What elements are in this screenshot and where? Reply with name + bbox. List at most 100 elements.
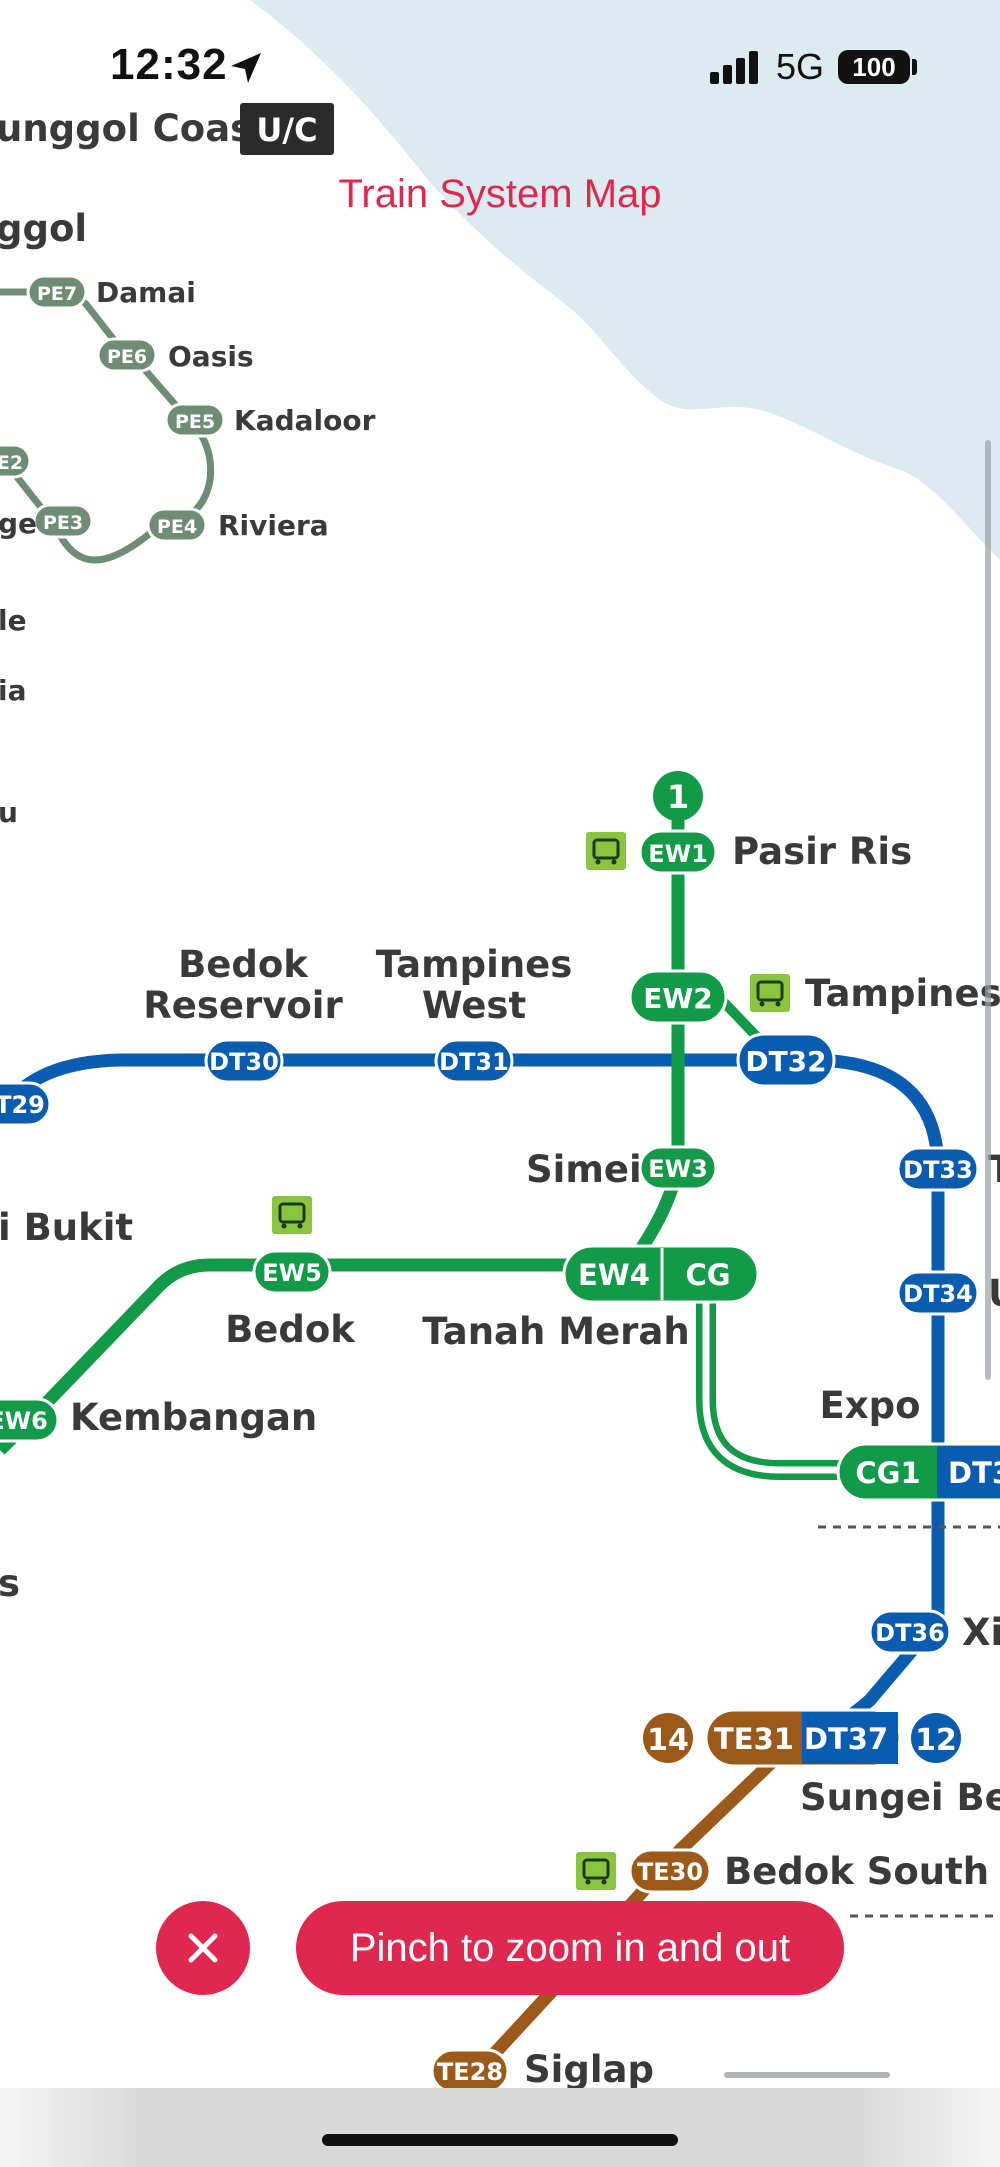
station-label: u (0, 796, 18, 829)
svg-text:PE4: PE4 (157, 516, 197, 538)
station-label: Tampines (376, 943, 573, 986)
station-te31-dt37[interactable]: TE31 DT37 (704, 1708, 902, 1768)
svg-text:DT32: DT32 (745, 1045, 826, 1078)
station-label: Kadaloor (234, 404, 376, 437)
station-dt34[interactable]: DT34 (896, 1270, 980, 1316)
svg-text:EW3: EW3 (648, 1155, 708, 1183)
station-label: ia (0, 674, 27, 707)
station-label: Sungei Bed (800, 1776, 1000, 1819)
cellular-signal-icon (710, 51, 758, 84)
station-ew3[interactable]: EW3 (638, 1145, 718, 1191)
uc-badge (240, 103, 334, 155)
svg-text:EW2: EW2 (643, 982, 713, 1015)
station-label: Bedok (225, 1308, 356, 1351)
station-dt31[interactable]: DT31 (434, 1038, 514, 1084)
svg-text:DT30: DT30 (209, 1048, 279, 1076)
location-arrow-icon (231, 53, 261, 83)
battery-icon: 100 (838, 50, 910, 84)
station-ew6[interactable]: EW6 (0, 1397, 60, 1443)
station-label: U (988, 1272, 1000, 1315)
station-label: Bedok South (724, 1850, 989, 1893)
svg-text:PE6: PE6 (107, 346, 147, 368)
station-pe4[interactable]: PE4 (146, 507, 208, 543)
station-te30[interactable]: TE30 (628, 1848, 712, 1894)
svg-text:EW6: EW6 (0, 1407, 48, 1435)
station-dt29[interactable]: T29 (0, 1081, 52, 1127)
svg-text:DT36: DT36 (875, 1619, 945, 1647)
line-marker-14: 14 (643, 1713, 693, 1763)
station-ew4-cg[interactable]: EW4 CG (562, 1244, 760, 1304)
bottom-bar (0, 2088, 1000, 2167)
station-pe7[interactable]: PE7 (26, 274, 88, 310)
station-label: i Bukit (0, 1206, 133, 1249)
status-bar: 12:32 5G 100 (0, 0, 1000, 130)
station-pe3[interactable]: PE3 (32, 503, 94, 539)
station-label: Pasir Ris (732, 830, 912, 873)
home-indicator[interactable] (322, 2134, 678, 2146)
page-title: Train System Map (338, 172, 662, 216)
vertical-scrollbar[interactable] (985, 440, 991, 1380)
svg-text:TE28: TE28 (437, 2058, 503, 2086)
station-label: Oasis (168, 340, 254, 373)
svg-text:DT3: DT3 (948, 1456, 1000, 1490)
station-dt33[interactable]: DT33 (896, 1146, 980, 1192)
station-label: Siglap (524, 2048, 654, 2091)
station-label: West (422, 984, 526, 1027)
svg-text:PE3: PE3 (43, 512, 83, 534)
bus-icon (750, 974, 790, 1012)
station-label: Kembangan (70, 1396, 317, 1439)
station-label: Expo (819, 1384, 920, 1427)
svg-text:12: 12 (915, 1723, 957, 1758)
svg-text:1: 1 (667, 778, 689, 816)
status-time: 12:32 (110, 40, 228, 89)
svg-text:DT33: DT33 (903, 1156, 973, 1184)
svg-text:CG1: CG1 (855, 1456, 920, 1490)
bus-icon (272, 1196, 312, 1234)
svg-text:E2: E2 (0, 452, 23, 474)
svg-text:EW5: EW5 (262, 1259, 322, 1287)
svg-text:CG: CG (685, 1258, 730, 1292)
station-label: Tampines (805, 972, 1000, 1015)
svg-text:PE5: PE5 (175, 411, 215, 433)
station-label: Riviera (218, 509, 329, 542)
station-cg1-dt35[interactable]: CG1 DT3 (836, 1442, 1000, 1502)
station-label: Xi (962, 1611, 1000, 1654)
station-ew5[interactable]: EW5 (252, 1249, 332, 1295)
close-button[interactable] (156, 1901, 250, 1995)
station-dt32[interactable]: DT32 (736, 1032, 836, 1088)
station-label: Tanah Merah (422, 1310, 689, 1353)
station-ew2[interactable]: EW2 (628, 969, 728, 1025)
station-pe5[interactable]: PE5 (164, 402, 226, 438)
svg-text:TE30: TE30 (637, 1858, 703, 1886)
horizontal-scrollbar[interactable] (724, 2072, 890, 2078)
line-marker-1: 1 (653, 771, 703, 821)
svg-text:14: 14 (647, 1723, 689, 1758)
station-label: unggol Coast (0, 107, 270, 150)
zoom-hint-banner[interactable]: Pinch to zoom in and out (296, 1901, 844, 1995)
battery-level: 100 (852, 52, 896, 82)
station-pe6[interactable]: PE6 (96, 337, 158, 373)
station-ew1[interactable]: EW1 (638, 829, 718, 875)
svg-text:T29: T29 (0, 1091, 45, 1119)
sea-area (250, 0, 1000, 560)
svg-text:TE31: TE31 (714, 1722, 794, 1756)
station-label: T (988, 1148, 1000, 1191)
uc-badge-text: U/C (256, 111, 317, 149)
station-label: Bedok (178, 943, 309, 986)
svg-text:DT37: DT37 (804, 1722, 888, 1756)
svg-text:EW1: EW1 (648, 840, 708, 868)
svg-text:DT34: DT34 (903, 1280, 973, 1308)
station-dt36[interactable]: DT36 (868, 1609, 952, 1655)
battery-tip (912, 59, 917, 75)
station-label: Reservoir (143, 984, 343, 1027)
station-te28[interactable]: TE28 (430, 2048, 510, 2094)
station-pe2[interactable]: E2 (0, 443, 32, 479)
cg-line-outer (696, 1290, 880, 1480)
close-icon (188, 1933, 218, 1963)
station-label: le (0, 604, 27, 637)
network-type: 5G (776, 46, 825, 87)
station-dt30[interactable]: DT30 (204, 1038, 284, 1084)
cg-line-inner (702, 1290, 880, 1474)
bus-icon (576, 1852, 616, 1890)
